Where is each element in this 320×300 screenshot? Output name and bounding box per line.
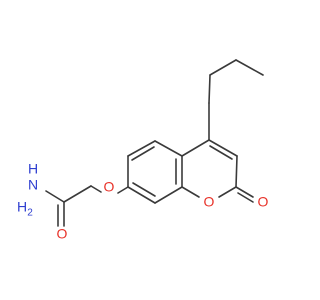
amine-h-label: H — [28, 161, 38, 177]
carbonyl-o-label: O — [258, 194, 269, 210]
bond-c5-c6 — [127, 140, 156, 157]
amide-o-label: O — [57, 226, 68, 242]
atom-labels: N H H 2 O O O O — [17, 161, 269, 242]
bond-ch2-amidec — [63, 185, 92, 203]
bond-ethero-ch2 — [90, 185, 102, 193]
bond-c1-c2 — [235, 59, 264, 76]
butyl-chain — [208, 59, 264, 141]
bond-c2-c3 — [209, 59, 237, 76]
ether-o-label: O — [104, 179, 115, 195]
bond-c4-c4a — [181, 139, 210, 157]
bond-c4a-c5 — [154, 140, 183, 157]
molecule-canvas: N H H 2 O O O O — [16, 59, 269, 242]
bond-c2-carbonyl-double — [237, 192, 254, 203]
side-chain — [45, 185, 129, 227]
bond-c2-carbonyl — [235, 186, 254, 198]
ring-o-label: O — [204, 194, 215, 210]
amine-h2-label: H — [17, 199, 27, 215]
bond-c5-c6-double — [131, 146, 155, 161]
pyranone-ring — [181, 139, 254, 203]
bond-c8-c8a — [154, 186, 183, 204]
bond-c7-c8 — [127, 186, 156, 204]
bond-c4-c3ring — [208, 139, 238, 157]
bond-c7-c8-double — [132, 182, 156, 197]
bond-c3-c4 — [208, 74, 211, 104]
bond-amidec-n — [45, 190, 65, 203]
bond-c4-c3ring-double — [209, 145, 233, 160]
benzene-ring — [127, 140, 183, 204]
bond-c3-c2 — [235, 155, 238, 188]
bond-c7-ethero — [117, 186, 129, 194]
bond-c2-ringo — [218, 186, 237, 198]
structure-diagram: N H H 2 O O O O — [17, 59, 269, 242]
amine-subscript-label: 2 — [27, 208, 33, 219]
bond-ringo-c8a — [181, 186, 200, 198]
amine-n-label: N — [28, 177, 38, 193]
